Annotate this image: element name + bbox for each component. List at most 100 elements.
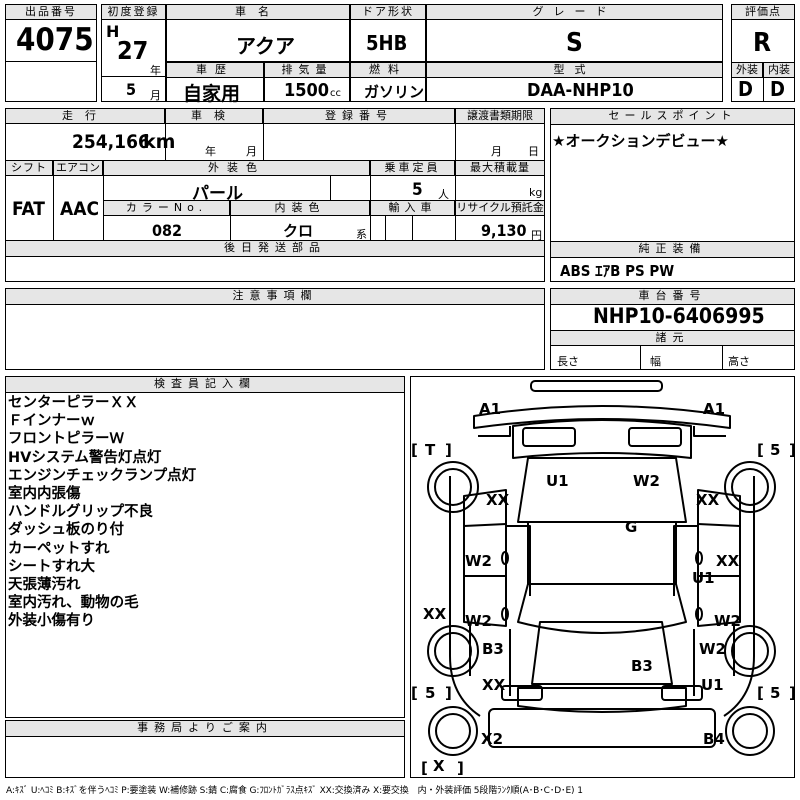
damage-mark: B3 — [482, 640, 504, 658]
shift-value: FAT — [12, 198, 45, 220]
inspector-label: 検査員記入欄 — [5, 376, 405, 393]
damage-mark: W2 — [699, 640, 726, 658]
inspector-note: シートすれ大 — [8, 558, 95, 575]
svg-text:[: [ — [411, 684, 418, 702]
inspector-note: HVシステム警告灯点灯 — [8, 449, 162, 466]
inspector-note: センターピラーＸＸ — [8, 395, 139, 411]
exterior-color-label: 外装色 — [103, 160, 370, 176]
svg-text:]: ] — [445, 441, 452, 459]
legend-text: A:ｷｽﾞ U:ﾍｺﾐ B:ｷｽﾞを伴うﾍｺﾐ P:要塗装 W:補修跡 S:錆 … — [6, 786, 583, 796]
car-name-label: 車名 — [166, 4, 350, 20]
reg-year-unit: 年 — [150, 64, 161, 77]
inspector-note: ハンドルグリップ不良 — [8, 504, 153, 521]
first-registration-label: 初度登録 — [101, 4, 166, 20]
era-value: H — [106, 22, 120, 41]
svg-text:[: [ — [411, 441, 418, 459]
equipment-label: 純正装備 — [550, 241, 795, 258]
inspection-year-unit: 年 — [205, 145, 216, 158]
sales-point-text: ★オークションデビュー★ — [552, 132, 729, 150]
damage-mark: W2 — [465, 612, 492, 630]
lot-number-label: 出品番号 — [5, 4, 97, 20]
grade-label: グレード — [426, 4, 723, 20]
reg-number-label: 登録番号 — [263, 108, 455, 124]
damage-mark: XX — [482, 676, 506, 694]
history-value: 自家用 — [183, 83, 241, 105]
door-type-label: ドア形状 — [350, 4, 426, 20]
svg-text:]: ] — [789, 441, 795, 459]
chassis-number: NHP10-6406995 — [593, 304, 765, 328]
model-value: DAA-NHP10 — [527, 80, 634, 101]
height-label: 高さ — [728, 355, 750, 368]
bracket-label: 5 — [425, 684, 436, 702]
width-label: 幅 — [650, 355, 661, 368]
damage-mark: U1 — [701, 676, 724, 694]
inspector-note: ダッシュ板のり付 — [8, 522, 124, 539]
interior-color-value: クロ — [283, 222, 314, 240]
damage-mark: XX — [486, 491, 510, 509]
damage-mark: W2 — [465, 552, 492, 570]
bracket-label: 5 — [770, 684, 781, 702]
exterior-color-value: パール — [192, 184, 243, 204]
fuel-value: ガソリン — [364, 83, 425, 101]
svg-text:]: ] — [445, 684, 452, 702]
length-label: 長さ — [557, 355, 579, 368]
history-label: 車歴 — [166, 62, 264, 78]
inspector-note: カーペットすれ — [8, 540, 110, 557]
damage-mark: A1 — [703, 400, 726, 418]
mileage-value: 254,166 — [72, 131, 150, 153]
inspector-note: 室内汚れ、動物の毛 — [8, 595, 139, 612]
interior-score-value: D — [770, 77, 785, 101]
aircon-label: エアコン — [53, 160, 103, 176]
mileage-label: 走行 — [5, 108, 165, 124]
inspector-note: 外装小傷有り — [8, 613, 95, 630]
mileage-unit: km — [143, 131, 176, 153]
sales-point-label: セールスポイント — [550, 108, 795, 125]
notes-label: 注意事項欄 — [5, 288, 545, 305]
svg-text:[: [ — [757, 684, 764, 702]
color-number-value: 082 — [152, 221, 183, 240]
car-name-value: アクア — [236, 34, 295, 58]
damage-mark: W2 — [714, 612, 741, 630]
damage-diagram — [410, 376, 795, 778]
svg-text:]: ] — [457, 759, 464, 777]
reg-month-unit: 月 — [150, 89, 161, 102]
inspector-note: エンジンチェックランプ点灯 — [8, 467, 197, 484]
recycle-label: リサイクル預託金 — [455, 200, 545, 216]
damage-mark: U1 — [692, 569, 715, 587]
bracket-label: X — [433, 757, 445, 775]
bracket-label: 5 — [770, 441, 781, 459]
svg-text:[: [ — [421, 759, 428, 777]
max-load-label: 最大積載量 — [455, 160, 545, 176]
damage-mark: A1 — [479, 400, 502, 418]
capacity-value: 5 — [412, 180, 423, 200]
damage-mark: G — [625, 518, 638, 536]
lot-number-value: 4075 — [16, 22, 94, 58]
svg-text:]: ] — [789, 684, 795, 702]
spec-label: 諸元 — [550, 330, 795, 346]
damage-mark: XX — [716, 552, 740, 570]
equipment-text: ABS ｴｱB PS PW — [560, 262, 675, 280]
inspection-month-unit: 月 — [246, 145, 257, 158]
later-parts-label: 後日発送部品 — [5, 240, 545, 257]
bracket-label: T — [425, 441, 436, 459]
shift-label: シフト — [5, 160, 53, 176]
damage-mark: U1 — [546, 472, 569, 490]
reg-month-value: 5 — [126, 80, 137, 99]
svg-text:[: [ — [757, 441, 764, 459]
grade-value: S — [566, 28, 583, 58]
inspection-label: 車検 — [165, 108, 263, 124]
capacity-label: 乗車定員 — [370, 160, 455, 176]
color-number-label: カラーNo. — [103, 200, 230, 216]
damage-mark: B4 — [703, 730, 725, 748]
recycle-unit: 円 — [531, 229, 542, 242]
inspector-note: 室内内張傷 — [8, 486, 81, 503]
damage-mark: X2 — [481, 730, 504, 748]
displacement-value: 1500 — [284, 80, 330, 101]
capacity-unit: 人 — [438, 188, 449, 201]
car-outline-diagram: [] [] [] [] [] — [411, 380, 795, 777]
fuel-label: 燃料 — [350, 62, 426, 78]
damage-mark: B3 — [631, 657, 653, 675]
damage-mark: XX — [423, 605, 447, 623]
office-label: 事務局よりご案内 — [5, 720, 405, 737]
import-label: 輸入車 — [370, 200, 455, 216]
